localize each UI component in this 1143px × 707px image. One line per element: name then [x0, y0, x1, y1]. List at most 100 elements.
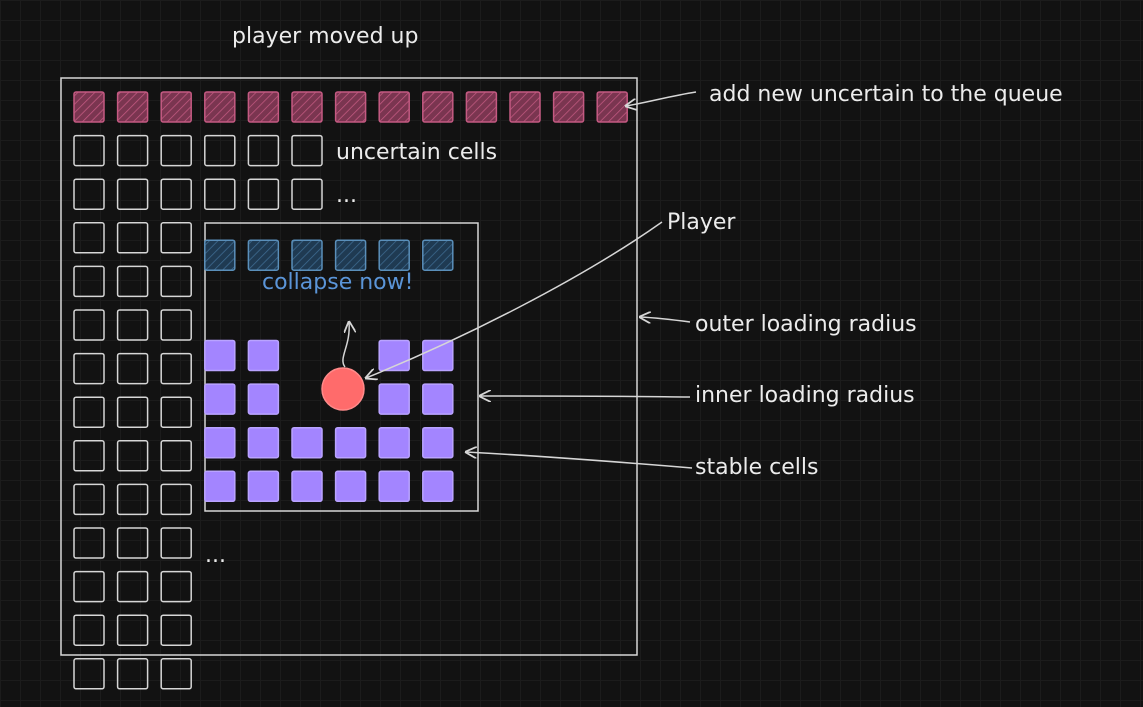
- stable-cell: [204, 470, 236, 503]
- uncertain-cell: [73, 440, 105, 472]
- stable-cell: [291, 470, 323, 503]
- arrow-player: [366, 221, 663, 378]
- uncertain-cell: [73, 134, 105, 167]
- new-uncertain-cell: [509, 91, 541, 123]
- uncertain-cell: [160, 570, 192, 603]
- stable-cell: [334, 470, 367, 503]
- title-label: player moved up: [232, 24, 419, 49]
- uncertain-cells-group: [73, 134, 323, 690]
- uncertain-cell: [116, 396, 149, 428]
- new-uncertain-cell: [291, 91, 323, 123]
- uncertain-cell: [204, 178, 236, 210]
- collapse-cell: [378, 239, 410, 271]
- arrow-add-uncertain: [626, 91, 697, 106]
- uncertain-cell: [73, 483, 105, 516]
- arrow-inner-radius: [480, 396, 691, 397]
- uncertain-cell: [291, 134, 323, 167]
- uncertain-cell: [116, 483, 149, 516]
- stable-cell: [204, 426, 236, 459]
- uncertain-cell: [291, 178, 323, 210]
- player-move-up-arrow: [342, 322, 349, 368]
- stable-cell: [378, 470, 410, 503]
- new-uncertain-cell: [116, 91, 149, 123]
- stable-cells-label: stable cells: [695, 455, 819, 480]
- uncertain-cell: [116, 309, 149, 341]
- new-uncertain-cell: [204, 91, 236, 123]
- stable-cell: [422, 339, 454, 372]
- uncertain-cell: [73, 527, 105, 559]
- uncertain-cell: [73, 265, 105, 298]
- uncertain-cell: [116, 570, 149, 603]
- uncertain-cell: [73, 570, 105, 603]
- uncertain-cell: [73, 352, 105, 385]
- collapse-now-label: collapse now!: [262, 270, 414, 295]
- uncertain-cell: [160, 440, 192, 472]
- uncertain-cell: [116, 352, 149, 385]
- new-uncertain-cell: [378, 91, 410, 123]
- uncertain-cell: [160, 658, 192, 690]
- uncertain-cell: [73, 396, 105, 428]
- outer-loading-boundary: [60, 77, 638, 656]
- uncertain-cell: [160, 309, 192, 341]
- uncertain-cell: [160, 222, 192, 254]
- arrow-stable-cells: [466, 452, 693, 469]
- uncertain-cell: [160, 483, 192, 516]
- uncertain-cell: [116, 134, 149, 167]
- uncertain-cell: [116, 614, 149, 646]
- outer-radius-label: outer loading radius: [695, 312, 917, 337]
- new-uncertain-cell: [160, 91, 192, 123]
- uncertain-cell: [247, 178, 280, 210]
- collapse-cell: [334, 239, 367, 271]
- uncertain-cell: [116, 440, 149, 472]
- uncertain-cell: [73, 222, 105, 254]
- stable-cell: [204, 383, 236, 415]
- uncertain-cell: [73, 178, 105, 210]
- arrow-outer-radius: [640, 317, 691, 322]
- collapse-cell: [422, 239, 454, 271]
- new-uncertain-cell: [596, 91, 628, 123]
- stable-cell: [247, 470, 280, 503]
- collapse-cell: [247, 239, 280, 271]
- new-uncertain-cell: [422, 91, 454, 123]
- uncertain-cell: [160, 134, 192, 167]
- uncertain-cell: [73, 658, 105, 690]
- stable-cell: [247, 426, 280, 459]
- ellipsis-top: ...: [336, 183, 357, 208]
- inner-radius-label: inner loading radius: [695, 383, 915, 408]
- stable-cell: [334, 426, 367, 459]
- uncertain-cell: [73, 309, 105, 341]
- new-uncertain-cell: [334, 91, 367, 123]
- stable-cells-group: [204, 339, 454, 503]
- new-uncertain-cell: [552, 91, 585, 123]
- uncertain-cell: [160, 614, 192, 646]
- stable-cell: [422, 383, 454, 415]
- uncertain-cell: [160, 527, 192, 559]
- uncertain-cell: [116, 265, 149, 298]
- player-marker: [321, 367, 365, 411]
- uncertain-cell: [116, 222, 149, 254]
- uncertain-cell: [160, 396, 192, 428]
- stable-cell: [291, 426, 323, 459]
- uncertain-cell: [160, 265, 192, 298]
- collapse-cells-row: [204, 239, 454, 271]
- uncertain-cell: [73, 614, 105, 646]
- uncertain-cell: [116, 178, 149, 210]
- stable-cell: [204, 339, 236, 372]
- stable-cell: [247, 383, 280, 415]
- uncertain-cells-label: uncertain cells: [336, 140, 498, 165]
- stable-cell: [422, 426, 454, 459]
- uncertain-cell: [116, 658, 149, 690]
- uncertain-cell: [160, 178, 192, 210]
- new-uncertain-cell: [247, 91, 280, 123]
- collapse-cell: [204, 239, 236, 271]
- stable-cell: [378, 426, 410, 459]
- stable-cell: [378, 383, 410, 415]
- player-label: Player: [667, 210, 736, 235]
- stable-cell: [422, 470, 454, 503]
- uncertain-cell: [160, 352, 192, 385]
- uncertain-cell: [116, 527, 149, 559]
- collapse-cell: [291, 239, 323, 271]
- add-uncertain-label: add new uncertain to the queue: [709, 82, 1063, 107]
- stable-cell: [247, 339, 280, 372]
